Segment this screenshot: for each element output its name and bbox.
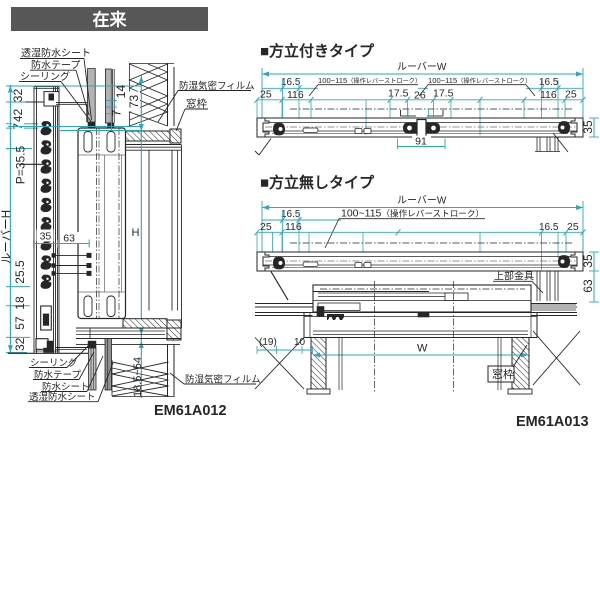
svg-text:42: 42 <box>11 109 25 123</box>
svg-text:25.5: 25.5 <box>13 260 27 284</box>
svg-text:25: 25 <box>260 221 272 233</box>
svg-text:在来: 在来 <box>93 10 128 30</box>
svg-text:26: 26 <box>414 89 426 101</box>
svg-text:35: 35 <box>581 120 595 134</box>
svg-text:116: 116 <box>287 89 304 101</box>
svg-text:16.5: 16.5 <box>281 77 301 88</box>
svg-text:100~115（操作レバーストローク）: 100~115（操作レバーストローク） <box>341 208 484 220</box>
svg-text:ルーバーH: ルーバーH <box>0 210 13 264</box>
svg-text:(19): (19) <box>259 337 277 348</box>
svg-text:14: 14 <box>114 85 128 99</box>
svg-text:防湿気密フィルム: 防湿気密フィルム <box>185 373 261 385</box>
svg-text:透湿防水シート: 透湿防水シート <box>29 391 96 403</box>
svg-text:窓枠: 窓枠 <box>186 97 207 110</box>
svg-text:63: 63 <box>63 233 75 245</box>
svg-text:W: W <box>417 343 428 355</box>
svg-text:ルーバーW: ルーバーW <box>397 61 447 73</box>
svg-text:防水テープ: 防水テープ <box>34 369 81 381</box>
svg-text:シーリング: シーリング <box>30 357 78 369</box>
svg-text:18: 18 <box>13 296 27 310</box>
svg-text:32: 32 <box>13 337 27 351</box>
svg-text:63: 63 <box>581 279 595 293</box>
svg-text:91: 91 <box>415 136 427 148</box>
svg-text:116: 116 <box>285 221 302 233</box>
svg-text:32: 32 <box>11 89 25 103</box>
svg-text:18.5~54: 18.5~54 <box>132 357 144 397</box>
svg-text:35: 35 <box>40 231 52 243</box>
svg-text:16.5: 16.5 <box>539 222 559 233</box>
svg-text:上部金具: 上部金具 <box>494 270 534 283</box>
svg-text:17.5: 17.5 <box>433 88 454 100</box>
svg-text:57: 57 <box>13 316 27 330</box>
svg-text:シーリング: シーリング <box>20 70 70 83</box>
svg-text:EM61A013: EM61A013 <box>516 414 589 430</box>
svg-text:H: H <box>132 227 140 239</box>
svg-text:16.5: 16.5 <box>539 77 559 88</box>
svg-text:■方立無しタイプ: ■方立無しタイプ <box>260 174 375 192</box>
svg-text:100~115（操作レバーストローク）: 100~115（操作レバーストローク） <box>428 76 531 85</box>
svg-text:7: 7 <box>110 109 124 116</box>
svg-text:ルーバーW: ルーバーW <box>397 195 447 207</box>
svg-text:防水シート: 防水シート <box>42 381 90 393</box>
svg-text:17.5: 17.5 <box>388 88 409 100</box>
svg-text:100~115（操作レバーストローク）: 100~115（操作レバーストローク） <box>318 76 421 85</box>
svg-text:25: 25 <box>567 221 579 233</box>
svg-text:116: 116 <box>540 89 557 101</box>
svg-text:25: 25 <box>565 88 577 100</box>
svg-text:防湿気密フィルム: 防湿気密フィルム <box>179 80 255 92</box>
svg-text:16.5: 16.5 <box>281 209 301 220</box>
svg-text:25: 25 <box>260 88 272 100</box>
svg-text:P=35.5: P=35.5 <box>14 145 28 184</box>
svg-text:35: 35 <box>581 254 595 268</box>
svg-text:10: 10 <box>294 337 306 348</box>
svg-text:防水テープ: 防水テープ <box>31 59 80 72</box>
svg-text:透湿防水シート: 透湿防水シート <box>21 47 91 60</box>
svg-text:73: 73 <box>127 95 141 109</box>
svg-text:EM61A012: EM61A012 <box>154 403 227 419</box>
svg-text:■方立付きタイプ: ■方立付きタイプ <box>260 42 375 60</box>
svg-text:窓枠: 窓枠 <box>492 367 514 381</box>
